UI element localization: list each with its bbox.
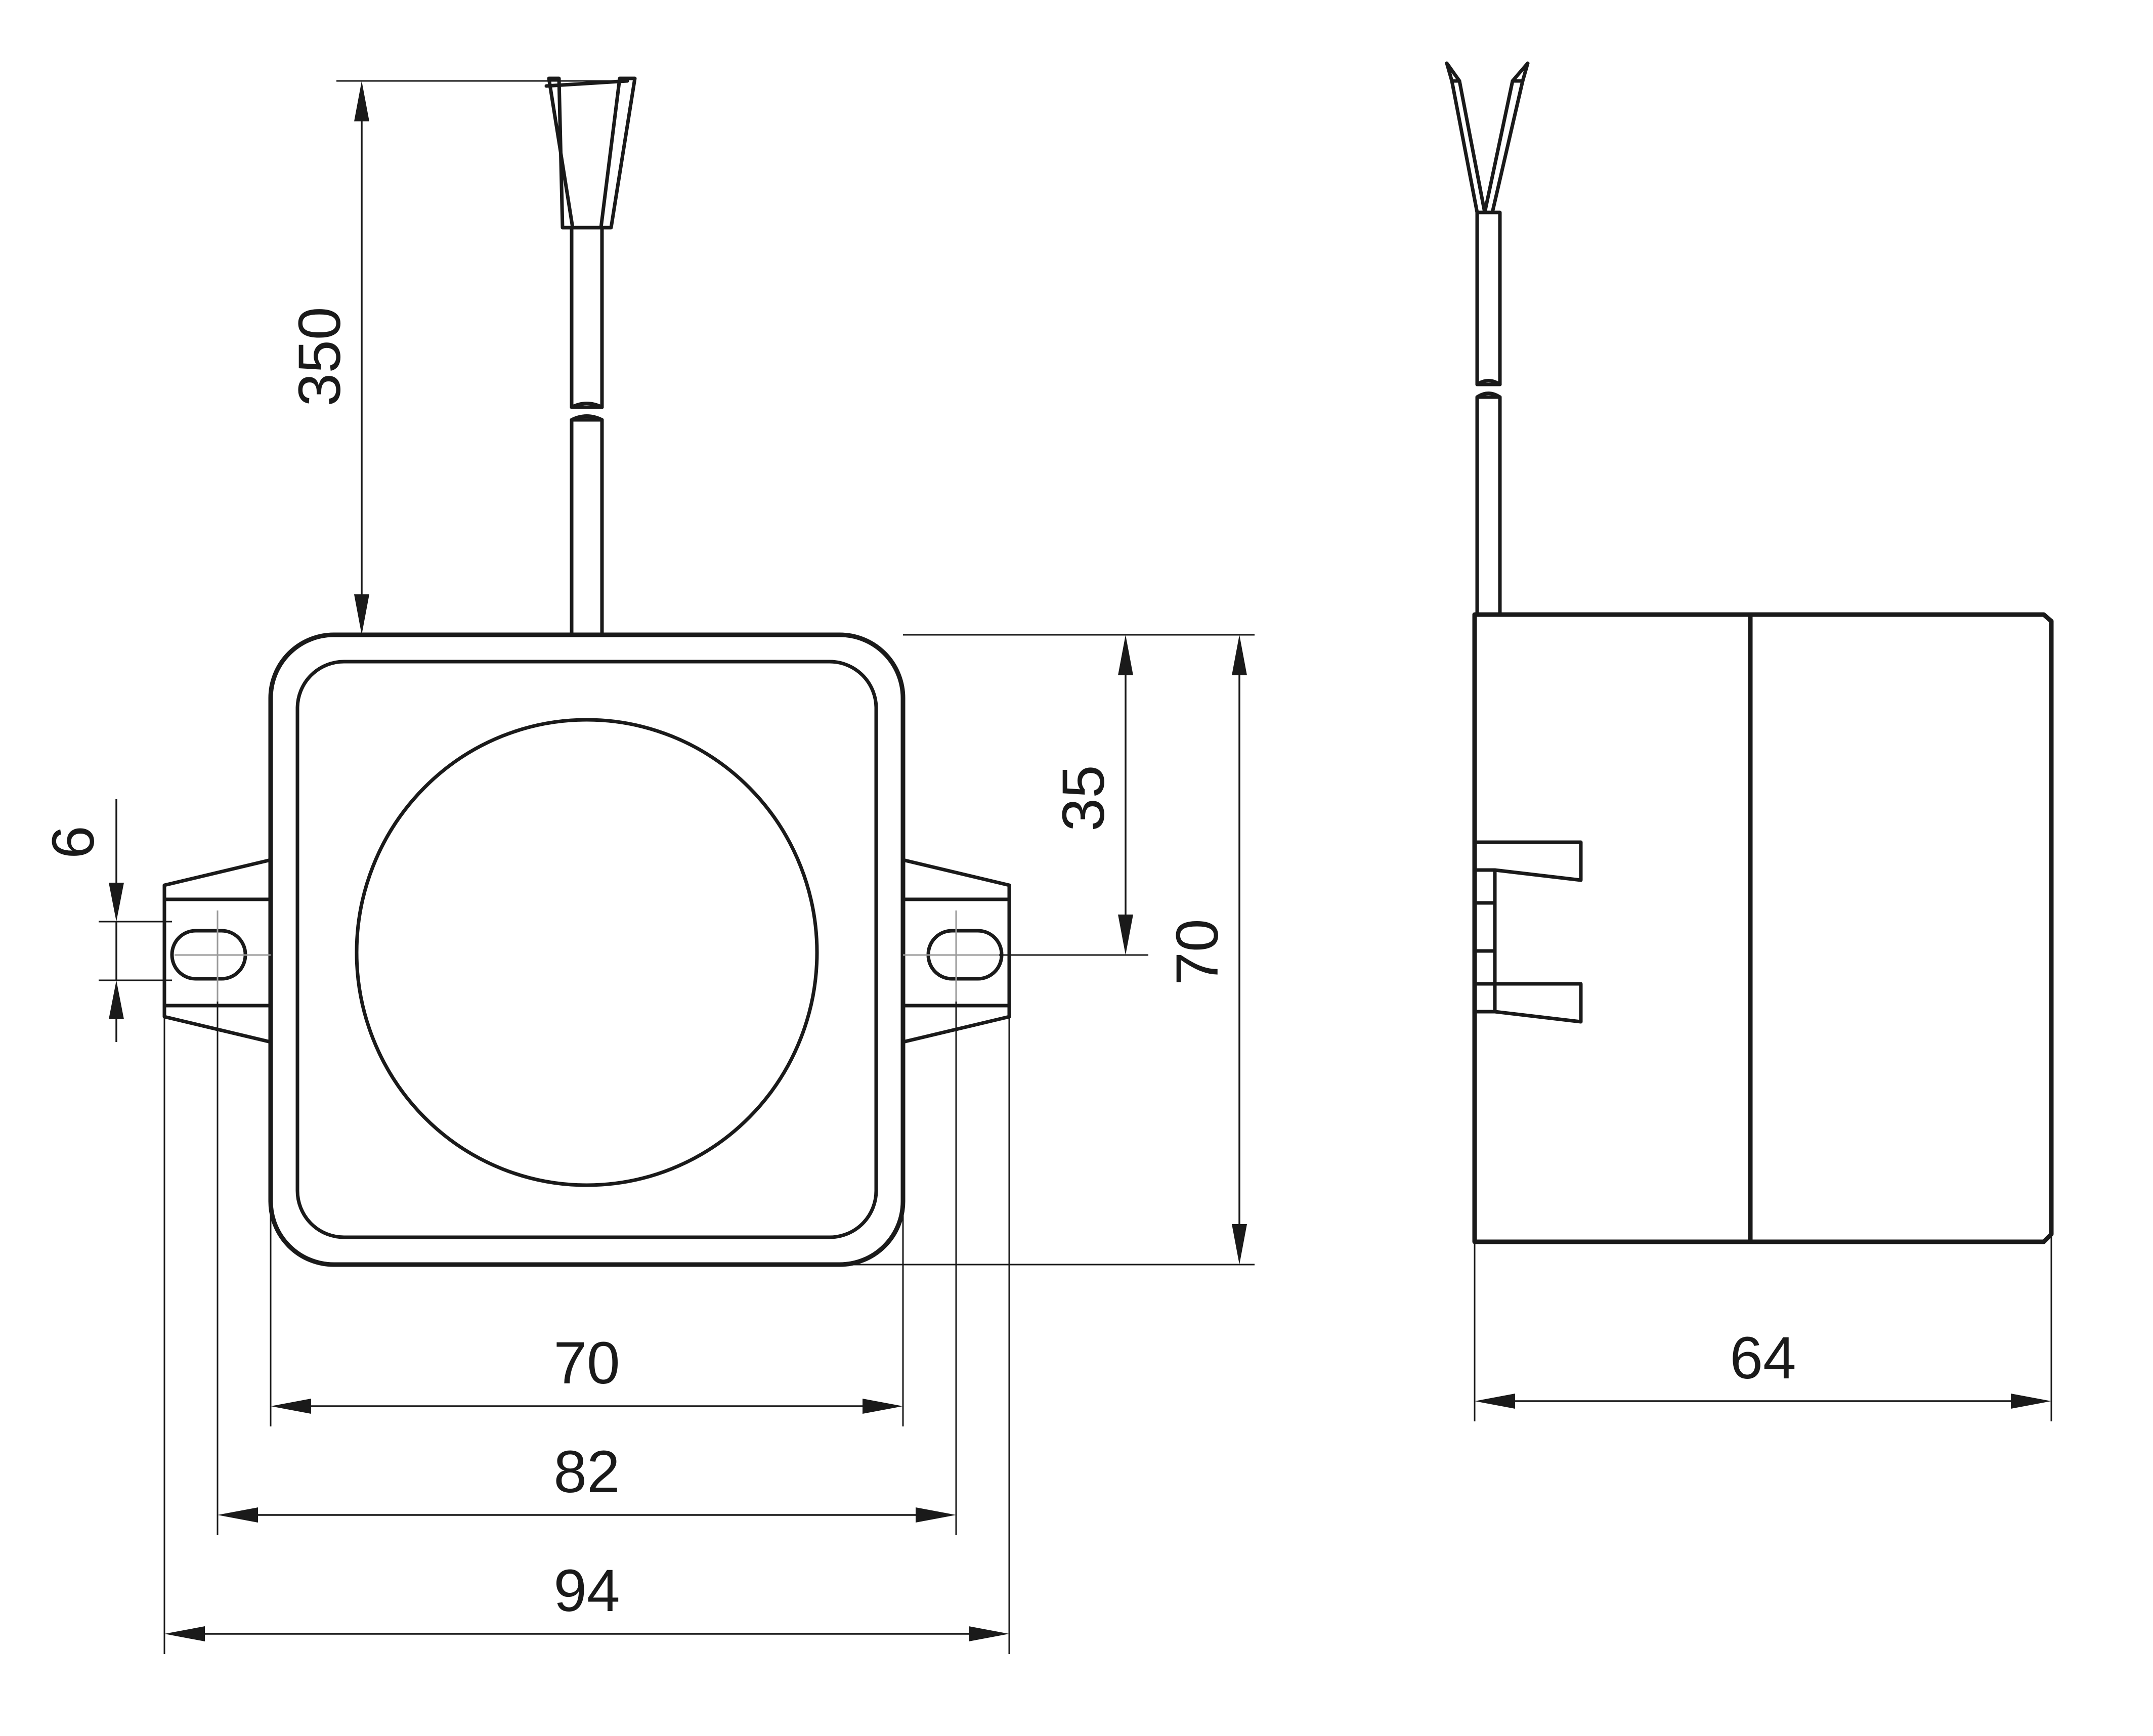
dim-body-height-label: 70 bbox=[1164, 919, 1231, 985]
front-view: 350 6 35 70 bbox=[40, 76, 1255, 1654]
front-round-face bbox=[355, 718, 819, 1187]
dim-hole-offset: 35 bbox=[903, 634, 1255, 956]
front-body-outer bbox=[268, 632, 906, 1267]
front-cable bbox=[544, 76, 637, 637]
dim-cable-length: 350 bbox=[286, 80, 627, 635]
dim-hole-spacing-label: 82 bbox=[553, 1439, 620, 1505]
front-body-inner bbox=[295, 660, 878, 1239]
dim-body-width: 70 bbox=[270, 1042, 904, 1426]
dim-hole-offset-label: 35 bbox=[1050, 765, 1117, 831]
side-view: 64 bbox=[1445, 61, 2054, 1421]
dim-body-height: 70 bbox=[835, 635, 1255, 1266]
dim-body-depth: 64 bbox=[1474, 1234, 2052, 1421]
side-mounting-tab bbox=[1473, 840, 1583, 1024]
dim-cable-length-label: 350 bbox=[286, 307, 353, 407]
dim-body-width-label: 70 bbox=[553, 1330, 620, 1397]
dim-overall-width-label: 94 bbox=[553, 1557, 620, 1624]
dim-mount-hole-label: 6 bbox=[40, 826, 107, 859]
side-cable bbox=[1445, 61, 1530, 617]
dim-overall-width: 94 bbox=[163, 1017, 1010, 1654]
dim-hole-spacing: 82 bbox=[217, 1002, 957, 1535]
dim-body-depth-label: 64 bbox=[1730, 1325, 1796, 1392]
side-body bbox=[1472, 612, 2054, 1244]
dim-mount-hole: 6 bbox=[40, 799, 172, 1042]
